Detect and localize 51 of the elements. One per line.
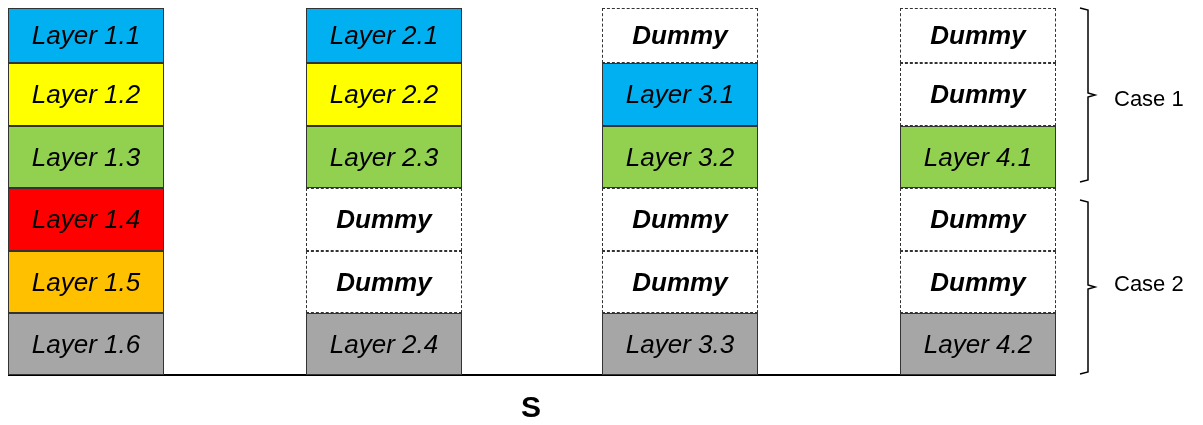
layer-name: Dummy [930, 79, 1026, 110]
layer-box [306, 8, 462, 63]
layer-name: Dummy [632, 204, 728, 235]
layer-name: Layer 2.2 [329, 79, 439, 110]
layer-name: Layer 1.2 [31, 79, 141, 110]
dummy-box [602, 251, 758, 313]
layer-box [306, 313, 462, 375]
layer-name: Dummy [930, 204, 1026, 235]
layer-box [900, 313, 1056, 375]
layer-name: Layer 3.3 [625, 328, 735, 360]
layer-box [602, 126, 758, 188]
layer-name: Layer 1.4 [31, 204, 141, 235]
layer-name: Layer 1.3 [31, 141, 141, 173]
bracket-label: Case 1 [1114, 86, 1184, 112]
dummy-box [900, 251, 1056, 313]
dummy-box [900, 63, 1056, 126]
layer-name: Layer 1.6 [31, 328, 141, 360]
layer-box [8, 8, 164, 63]
layer-name: Layer 2.3 [329, 141, 439, 173]
layer-name: Layer 1.5 [31, 266, 141, 298]
layer-box [602, 313, 758, 375]
layer-name: Dummy [336, 204, 432, 235]
layer-box [306, 63, 462, 126]
layer-name: Layer 2.1 [329, 20, 439, 51]
layer-name: Layer 1.1 [31, 20, 141, 51]
layer-name: Dummy [336, 266, 432, 298]
layer-box [8, 251, 164, 313]
layer-name: Layer 4.2 [923, 328, 1033, 360]
dummy-box [306, 188, 462, 251]
layer-name: Layer 4.1 [923, 141, 1033, 173]
dummy-box [900, 188, 1056, 251]
layer-name: Layer 3.2 [625, 141, 735, 173]
layer-name: Dummy [632, 266, 728, 298]
dummy-box [900, 8, 1056, 63]
dummy-box [306, 251, 462, 313]
layer-name: Dummy [632, 20, 728, 51]
bracket-label: Case 2 [1114, 271, 1184, 297]
layer-box [8, 63, 164, 126]
layer-name: Dummy [930, 20, 1026, 51]
layer-name: Layer 2.4 [329, 328, 439, 360]
dummy-box [602, 8, 758, 63]
layer-box [306, 126, 462, 188]
layer-box [8, 313, 164, 375]
layer-name: Dummy [930, 266, 1026, 298]
layer-box [8, 126, 164, 188]
axis-label: S [521, 390, 541, 424]
layer-name: Layer 3.1 [625, 79, 735, 110]
layer-box [8, 188, 164, 251]
layer-box [602, 63, 758, 126]
layer-box [900, 126, 1056, 188]
dummy-box [602, 188, 758, 251]
